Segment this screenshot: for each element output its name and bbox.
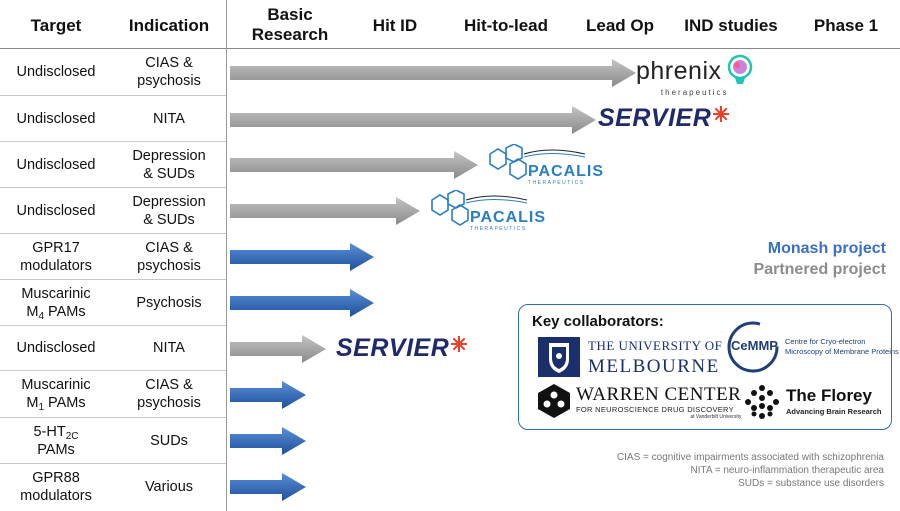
servier-logo-row2: SERVIER	[598, 104, 730, 132]
row8-target-main: Muscarinic	[21, 377, 91, 393]
row7-target: Undisclosed	[16, 340, 96, 356]
star-icon	[451, 336, 468, 352]
row-divider	[0, 95, 226, 96]
row-divider	[0, 233, 226, 234]
header-phase1: Phase 1	[813, 16, 879, 35]
row4-target: Undisclosed	[16, 202, 96, 219]
cemmp-desc2: Microscopy of Membrane Proteins	[785, 347, 899, 356]
row6-target-second-line: M4 PAMs	[26, 303, 86, 322]
row5-target: GPR17 modulators	[20, 239, 92, 274]
legend-monash: Monash project	[767, 240, 886, 257]
table-divider	[226, 0, 227, 511]
row8-indication: CIAS & psychosis	[137, 377, 201, 411]
footnote-suds: SUDs = substance use disorders	[738, 478, 884, 489]
row3-target: Undisclosed	[16, 156, 96, 173]
row6-target: Muscarinic M4 PAMs	[0, 280, 112, 325]
pacalis-name: PACALIS	[528, 163, 605, 180]
florey-sub: Advancing Brain Research	[786, 407, 882, 416]
phrenix-sub: therapeutics	[660, 88, 729, 97]
row9-target-suffix: PAMs	[37, 441, 75, 458]
row1-target: Undisclosed	[16, 64, 96, 80]
hexagon-icon	[489, 144, 586, 180]
row7-indication: NITA	[153, 340, 185, 356]
row4-indication: Depression & SUDs	[132, 193, 206, 228]
row-divider	[0, 141, 226, 142]
phrenix-name: phrenix	[636, 57, 722, 85]
progress-arrow-row1	[230, 59, 636, 87]
melbourne-line2: MELBOURNE	[588, 356, 720, 377]
progress-arrow-row9	[230, 427, 306, 455]
header-indication: Indication	[128, 16, 210, 35]
florey-name: The Florey	[786, 386, 872, 405]
university-crest-icon	[538, 337, 580, 377]
cemmp-ring-icon	[727, 321, 779, 373]
header-hit-to-lead: Hit-to-lead	[463, 16, 549, 35]
servier-name: SERVIER	[598, 104, 712, 132]
row-divider	[0, 370, 226, 371]
progress-arrow-row6	[230, 289, 374, 317]
progress-arrow-row7	[230, 335, 326, 363]
row9-target-main: 5-HT2C	[33, 423, 79, 442]
header-lead-op: Lead Op	[585, 16, 654, 35]
phrenix-logo: phrenix therapeutics	[636, 54, 755, 97]
warren-name: WARREN CENTER	[576, 384, 742, 405]
footnotes: CIAS = cognitive impairments associated …	[617, 451, 884, 490]
collaborators-box	[518, 304, 892, 430]
row3-indication: Depression & SUDs	[132, 147, 206, 182]
row10-target: GPR88 modulators	[20, 469, 92, 504]
header-target: Target	[30, 16, 82, 35]
row2-indication: NITA	[153, 110, 185, 127]
header-divider	[0, 48, 900, 49]
row1-indication: CIAS & psychosis	[137, 55, 201, 89]
collaborators-title: Key collaborators:	[532, 313, 664, 330]
row-divider	[0, 279, 226, 280]
row-divider	[0, 417, 226, 418]
progress-arrow-row5	[230, 243, 374, 271]
florey-mesh-icon	[745, 385, 779, 419]
row8-target-second-line: M1 PAMs	[26, 395, 86, 413]
pacalis-sub: THERAPEUTICS	[528, 180, 585, 186]
row6-indication: Psychosis	[136, 294, 202, 311]
row6-target-main: Muscarinic	[21, 285, 91, 302]
pacalis-sub: THERAPEUTICS	[470, 226, 527, 232]
progress-arrow-row2	[230, 106, 596, 134]
row-divider	[0, 463, 226, 464]
row8-target: Muscarinic M1 PAMs	[0, 371, 112, 417]
lightbulb-icon	[727, 54, 752, 84]
cemmp-desc1: Centre for Cryo-electron	[785, 337, 866, 346]
header-basic-research: Basic Research	[251, 5, 329, 44]
row2-target: Undisclosed	[16, 110, 96, 127]
cemmp-name: CeMMP	[731, 338, 778, 353]
header-ind-studies: IND studies	[684, 16, 778, 35]
star-icon	[713, 106, 730, 122]
pacalis-name: PACALIS	[470, 209, 547, 226]
row9-target: 5-HT2C PAMs	[0, 418, 112, 463]
servier-name: SERVIER	[336, 334, 450, 362]
progress-arrow-row3	[230, 151, 478, 179]
progress-arrow-row8	[230, 381, 306, 409]
legend-partnered: Partnered project	[753, 261, 886, 278]
progress-arrow-row4	[230, 197, 420, 225]
row10-indication: Various	[144, 478, 194, 495]
row9-indication: SUDs	[150, 432, 188, 449]
footnote-nita: NITA = neuro-inflammation therapeutic ar…	[690, 465, 884, 476]
footnote-cias: CIAS = cognitive impairments associated …	[616, 452, 884, 463]
melbourne-line1: THE UNIVERSITY OF	[588, 338, 723, 353]
hexagon-icon	[431, 190, 528, 226]
warren-sub: FOR NEUROSCIENCE DRUG DISCOVERY	[576, 405, 734, 414]
row-divider	[0, 325, 226, 326]
progress-arrow-row10	[230, 473, 306, 501]
warren-sub2: at Vanderbilt University	[690, 414, 742, 420]
row5-indication: CIAS & psychosis	[137, 239, 201, 274]
row-divider	[0, 187, 226, 188]
warren-hexagon-icon	[538, 384, 570, 418]
header-hit-id: Hit ID	[372, 16, 418, 35]
servier-logo-row7: SERVIER	[336, 334, 468, 362]
